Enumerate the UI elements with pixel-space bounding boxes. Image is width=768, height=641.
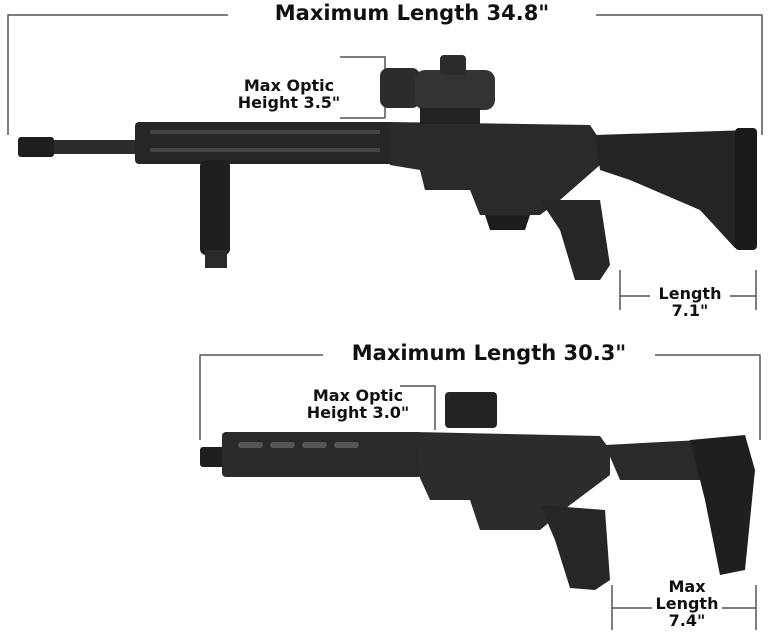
- pistol-brace-length-line1: Max: [668, 577, 706, 596]
- pistol-brace-length-line3: 7.4": [668, 610, 706, 630]
- rifle-dimension-lines: [7, 14, 763, 310]
- pistol-brace-length-label: Max Length 7.4": [648, 577, 726, 630]
- pistol-brace-length-line2: Length: [655, 593, 719, 613]
- rifle-stock-length-line1: Length: [658, 284, 722, 303]
- pistol-max-length-label: Maximum Length 30.3": [323, 342, 655, 364]
- rifle-optic-height-line2: Height 3.5": [237, 92, 341, 112]
- rifle-stock-length-label: Length 7.1": [648, 284, 732, 320]
- rifle-optic-height-label: Max Optic Height 3.5": [224, 76, 354, 112]
- pistol-dimension-lines: [199, 354, 761, 630]
- pistol-optic-height-line2: Height 3.0": [306, 402, 410, 422]
- pistol-image: [200, 392, 755, 590]
- pistol-optic-height-label: Max Optic Height 3.0": [293, 386, 423, 422]
- rifle-optic-height-line1: Max Optic: [243, 76, 335, 95]
- rifle-max-length-label: Maximum Length 34.8": [228, 2, 596, 24]
- rifle-stock-length-line2: 7.1": [671, 300, 709, 320]
- rifle-image: [18, 55, 757, 280]
- pistol-optic-height-line1: Max Optic: [312, 386, 404, 405]
